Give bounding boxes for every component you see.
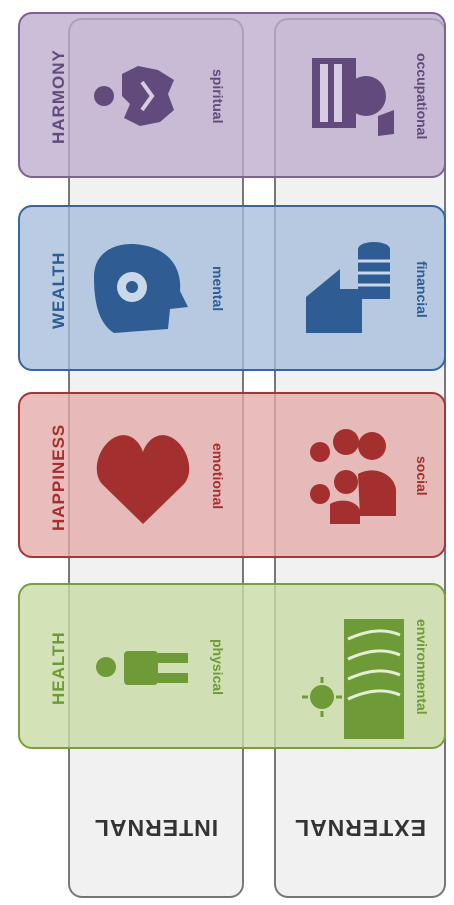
- internal-column-label: INTERNAL: [93, 815, 219, 841]
- house-coins-icon: [306, 242, 390, 333]
- heart-icon: [96, 435, 190, 524]
- worker-building-icon: [312, 58, 394, 136]
- sub-label-environmental: environmental: [414, 619, 430, 715]
- sub-label-physical: physical: [210, 638, 226, 696]
- sub-label-spiritual: spiritual: [210, 68, 226, 124]
- meditation-icon: [94, 66, 174, 126]
- head-gear-icon: [94, 244, 188, 333]
- band-title-wealth: WEALTH: [49, 251, 68, 329]
- sub-label-financial: financial: [414, 260, 430, 318]
- band-wealth: WEALTH mental financial: [18, 205, 446, 371]
- band-happiness: HAPPINESS emotional social: [18, 392, 446, 558]
- band-title-health: HEALTH: [49, 631, 68, 705]
- sub-label-emotional: emotional: [210, 442, 226, 510]
- band-title-harmony: HARMONY: [49, 49, 68, 145]
- band-health: HEALTH physical environmental: [18, 583, 446, 749]
- sub-label-social: social: [414, 456, 430, 496]
- landscape-sun-icon: [302, 619, 404, 739]
- person-icon: [96, 651, 188, 685]
- band-harmony: HARMONY spiritual occupational: [18, 12, 446, 178]
- sub-label-mental: mental: [210, 266, 226, 312]
- external-column-label: EXTERNAL: [294, 815, 426, 841]
- sub-label-occupational: occupational: [414, 52, 430, 140]
- people-group-icon: [310, 429, 397, 524]
- band-title-happiness: HAPPINESS: [49, 423, 68, 531]
